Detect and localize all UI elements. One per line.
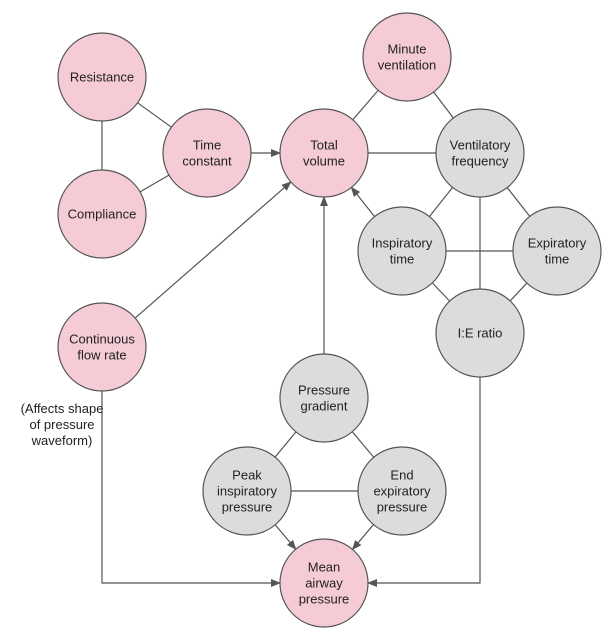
node-inspiratory-time-label-line: time [390,252,415,267]
edge-continuous-flow-rate-to-total-volume [134,181,292,319]
node-peak-inspiratory-pressure-label-line: pressure [222,500,273,515]
node-total-volume-label-line: volume [303,154,345,169]
node-mean-airway-pressure-label-line: airway [305,576,343,591]
node-end-expiratory-pressure-label-line: pressure [377,500,428,515]
edge-pressure-gradient-to-peak-inspiratory-pressure [274,431,297,458]
node-time-constant-circle [162,108,252,198]
edge-inspiratory-time-to-total-volume [350,186,376,217]
node-resistance-label-line: Resistance [70,70,134,85]
node-time-constant-label-line: Time [193,138,221,153]
edge-ie-ratio-to-mean-airway-pressure [367,377,481,587]
node-mean-airway-pressure-label-line: pressure [299,592,350,607]
node-total-volume-circle [279,108,369,198]
node-pressure-gradient-label-line: gradient [301,399,348,414]
edge-expiratory-time-to-ie-ratio [509,282,528,302]
node-mean-airway-pressure-circle [279,538,369,628]
node-expiratory-time-circle [512,206,602,296]
node-mean-airway-pressure-label-line: Mean [308,560,341,575]
node-inspiratory-time-label-line: Inspiratory [372,236,433,251]
edge-end-expiratory-pressure-to-mean-airway-pressure [351,524,375,551]
edge-pressure-gradient-to-end-expiratory-pressure [351,431,375,458]
node-peak-inspiratory-pressure-label-line: inspiratory [217,484,277,499]
node-ie-ratio-label-line: I:E ratio [458,326,503,341]
node-expiratory-time-label-line: time [545,252,570,267]
edge-total-volume-to-minute-ventilation [352,89,379,121]
node-minute-ventilation-label-line: Minute [387,42,426,57]
edge-ventilatory-frequency-to-expiratory-time [506,187,531,217]
edge-peak-inspiratory-pressure-to-mean-airway-pressure [274,524,297,551]
node-total-volume-label-line: Total [310,138,338,153]
node-peak-inspiratory-pressure-circle [202,446,292,536]
node-minute-ventilation-label-line: ventilation [378,58,437,73]
node-continuous-flow-rate-label-line: Continuous [69,332,135,347]
node-ie-ratio-circle [435,288,525,378]
node-inspiratory-time-circle [357,206,447,296]
edges-layer [101,89,531,587]
node-minute-ventilation-circle [362,12,452,102]
edge-minute-ventilation-to-ventilatory-frequency [433,91,454,119]
node-end-expiratory-pressure-circle [357,446,447,536]
node-pressure-gradient-circle [279,353,369,443]
node-pressure-gradient-label-line: Pressure [298,383,350,398]
waveform-note-line: of pressure [29,417,94,432]
waveform-note-line: waveform) [31,433,93,448]
node-resistance-circle [57,32,147,122]
edge-inspiratory-time-to-ie-ratio [431,282,451,302]
node-continuous-flow-rate-circle [57,302,147,392]
node-time-constant-label-line: constant [182,154,232,169]
node-resistance: Resistance [57,32,147,122]
edge-ventilatory-frequency-to-inspiratory-time [428,187,454,217]
node-end-expiratory-pressure-label-line: expiratory [373,484,431,499]
node-compliance: Compliance [57,169,147,259]
node-ie-ratio: I:E ratio [435,288,525,378]
node-end-expiratory-pressure-label-line: End [390,468,413,483]
node-expiratory-time-label-line: Expiratory [528,236,587,251]
node-continuous-flow-rate-label-line: flow rate [77,348,126,363]
node-compliance-circle [57,169,147,259]
edge-resistance-to-time-constant [137,102,172,128]
node-peak-inspiratory-pressure-label-line: Peak [232,468,262,483]
node-ventilatory-frequency-circle [435,108,525,198]
edge-continuous-flow-rate-to-mean-airway-pressure [101,391,281,587]
node-ventilatory-frequency-label-line: frequency [451,154,509,169]
edge-compliance-to-time-constant [139,174,170,193]
node-ventilatory-frequency-label-line: Ventilatory [450,138,511,153]
node-compliance-label-line: Compliance [68,207,137,222]
waveform-note-line: (Affects shape [21,401,104,416]
